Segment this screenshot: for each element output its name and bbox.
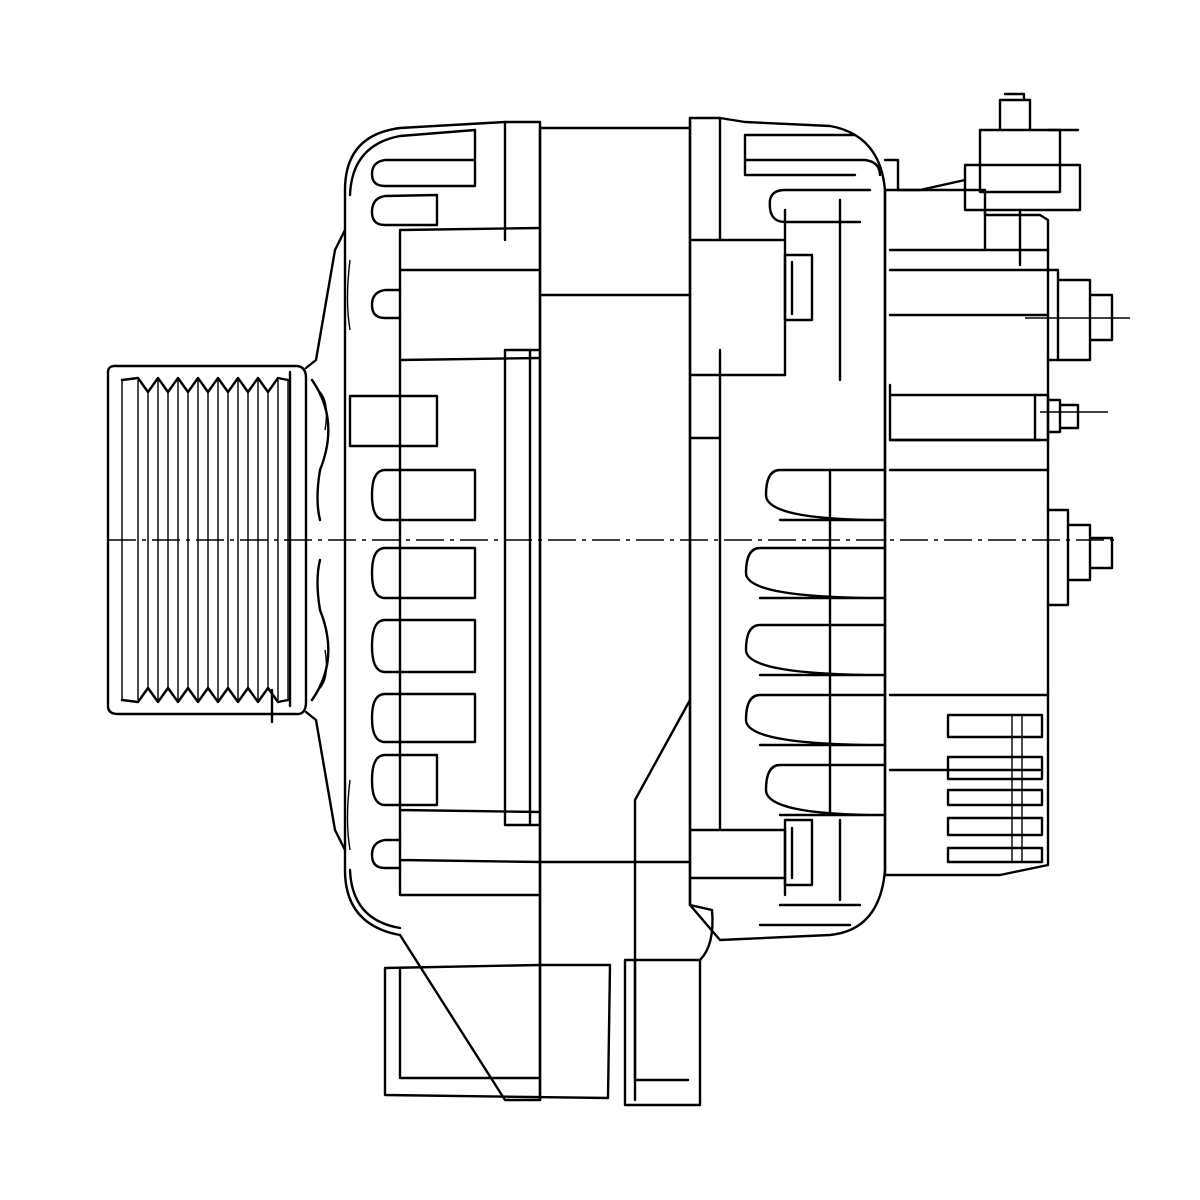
mounting-foot xyxy=(383,903,714,1107)
rear-housing xyxy=(688,116,887,942)
ground-terminal xyxy=(1046,508,1114,607)
front-housing xyxy=(343,120,542,1102)
b-plus-terminal xyxy=(1025,268,1130,362)
stud-terminal xyxy=(1033,393,1108,442)
front-fan xyxy=(304,228,347,852)
front-housing-slots xyxy=(346,128,477,870)
nut-lower xyxy=(783,818,814,887)
nut-upper xyxy=(783,253,814,322)
cooling-vents xyxy=(946,713,1044,864)
plug-connector xyxy=(963,92,1082,267)
rear-housing-slots xyxy=(743,133,887,927)
